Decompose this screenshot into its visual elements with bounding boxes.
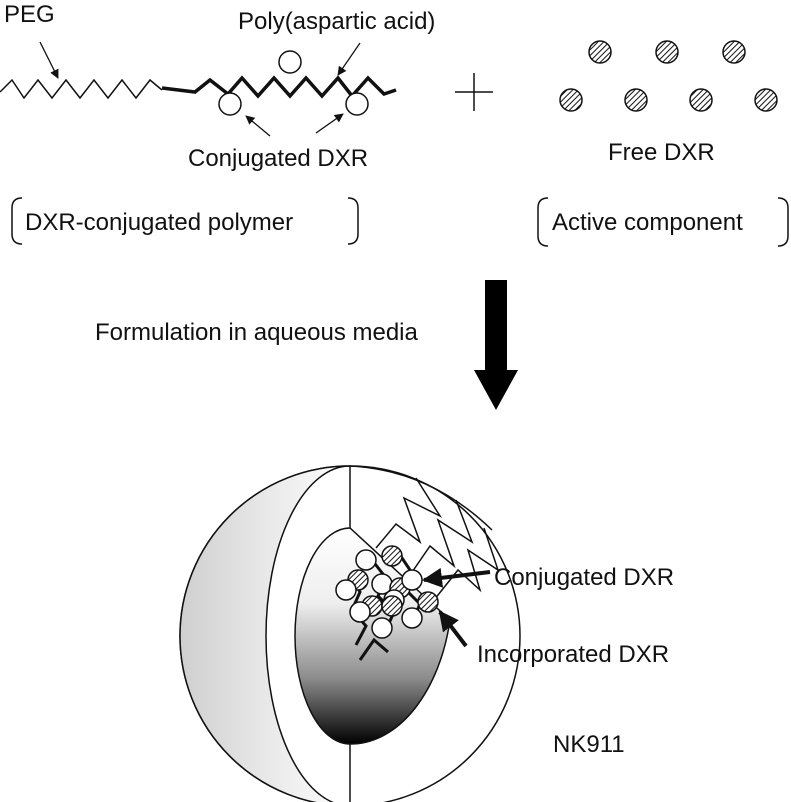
peg-pointer-arrow xyxy=(39,41,59,79)
micelle-top-wedge-edge xyxy=(349,465,493,531)
micelle-core xyxy=(294,527,451,745)
right-bracket xyxy=(777,197,789,247)
free-dxr-particle xyxy=(754,88,778,112)
micelle-conjugated-dxr xyxy=(349,601,371,623)
micelle-left-cutaway-shell xyxy=(179,465,351,802)
polyaspartic-acid-label: Poly(aspartic acid) xyxy=(238,8,435,35)
micelle-incorporated-dxr-label: Incorporated DXR xyxy=(477,641,669,668)
peg-label: PEG xyxy=(4,1,55,28)
left-bracket xyxy=(11,197,23,245)
left-bracket xyxy=(537,197,549,247)
conjugated-dxr-circle xyxy=(218,92,242,116)
micelle-conjugated-dxr-label: Conjugated DXR xyxy=(494,564,674,591)
core-polymer-chain xyxy=(358,637,389,661)
conjugated-dxr-label: Conjugated DXR xyxy=(188,145,368,172)
free-dxr-label: Free DXR xyxy=(608,139,715,166)
conjugated-pointer-arrow-left xyxy=(245,115,271,137)
polyasp-pointer-arrow xyxy=(337,42,361,76)
dxr-conjugated-polymer-label: DXR-conjugated polymer xyxy=(25,209,293,236)
conjugated-pointer-arrow-right xyxy=(315,113,344,134)
process-arrow xyxy=(474,280,518,410)
micelle-incorporated-dxr xyxy=(417,591,439,613)
micelle-core-cluster xyxy=(335,545,439,661)
micelle-conjugated-dxr xyxy=(371,617,393,639)
free-dxr-particle xyxy=(624,88,648,112)
micelle-conjugated-dxr xyxy=(335,579,357,601)
free-dxr-particle xyxy=(689,88,713,112)
right-bracket xyxy=(347,197,359,245)
plus-sign xyxy=(455,73,493,111)
free-dxr-particle xyxy=(588,40,612,64)
formulation-label: Formulation in aqueous media xyxy=(95,319,419,346)
conjugated-dxr-circle xyxy=(278,50,302,74)
micelle-peg-chain xyxy=(407,499,474,579)
micelle-peg-chain xyxy=(375,477,443,549)
active-component-label: Active component xyxy=(552,209,743,236)
micelle-incorporated-arrow xyxy=(438,610,468,648)
micelle-incorporated-dxr xyxy=(381,595,403,617)
nk911-label: NK911 xyxy=(553,731,625,758)
free-dxr-particle xyxy=(655,40,679,64)
micelle-incorporated-dxr xyxy=(381,545,403,567)
polyaspartic-acid-chain xyxy=(161,75,397,99)
micelle-conjugated-dxr xyxy=(401,607,423,629)
conjugated-dxr-circle xyxy=(345,92,369,116)
micelle-conjugated-dxr xyxy=(355,549,377,571)
dxr-conjugated-polymer-group: PEG Poly(aspartic acid) Conjugated DXR D… xyxy=(0,1,435,245)
micelle-conjugated-dxr xyxy=(401,569,423,591)
free-dxr-group: Free DXR Active component xyxy=(537,40,789,247)
free-dxr-particle xyxy=(559,88,583,112)
peg-chain xyxy=(0,78,163,100)
free-dxr-particle xyxy=(722,40,746,64)
nk911-micelle xyxy=(179,465,521,802)
micelle-conjugated-arrow xyxy=(422,567,491,588)
core-polymer-chain xyxy=(370,559,396,631)
